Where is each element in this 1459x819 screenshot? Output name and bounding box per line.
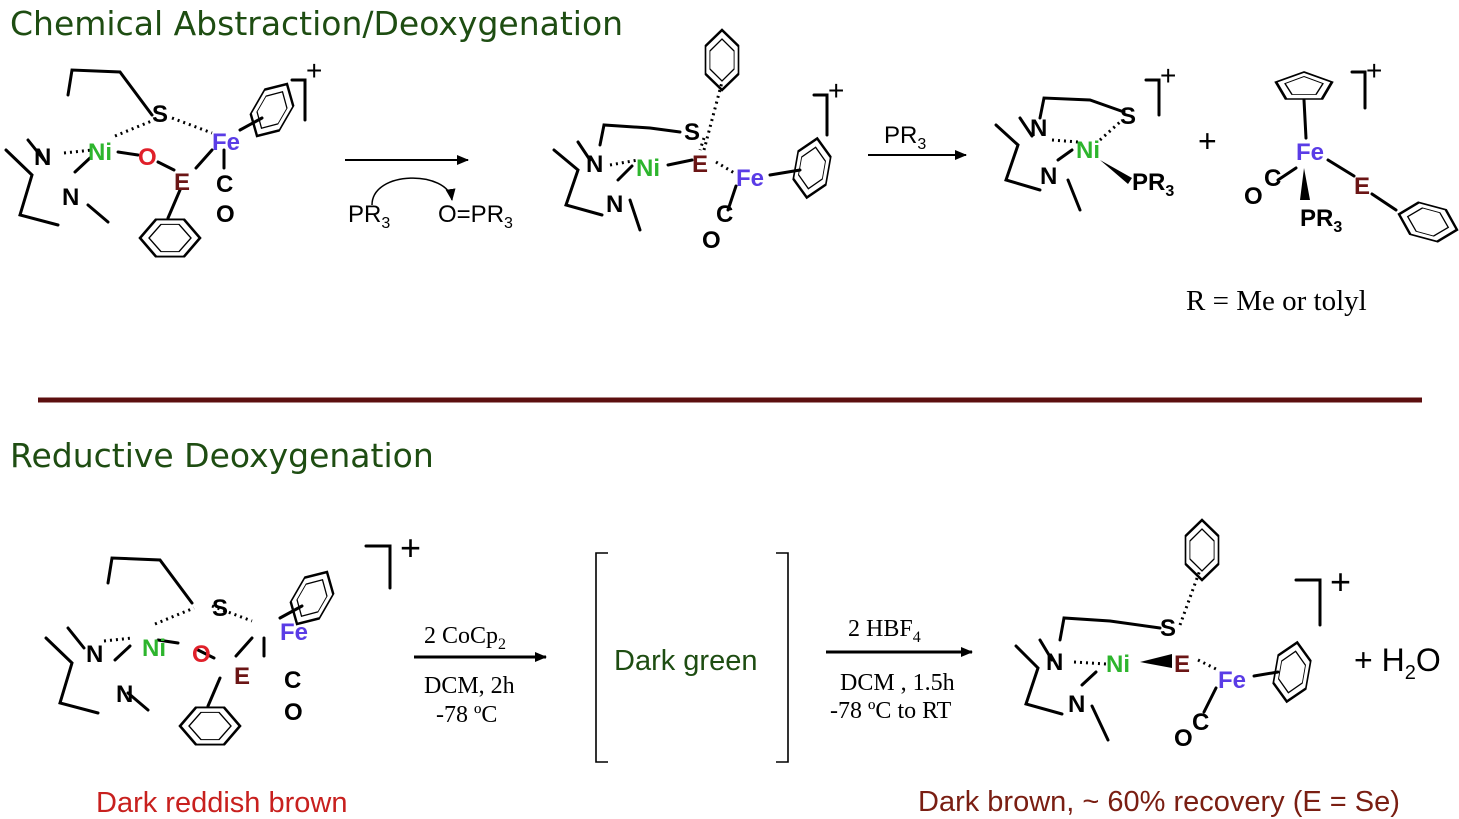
nitrogen-2-label: N [606,191,623,218]
condition-temperature: -78 ºC to RT [830,698,952,724]
carbonyl-c-label: C [716,201,733,228]
iron-label: Fe [1218,667,1246,694]
iron-label: Fe [1296,139,1324,166]
reaction-arrow-4: 2 HBF4 DCM , 1.5h -78 ºC to RT [826,616,973,724]
section1-title: Chemical Abstraction/Deoxygenation [10,4,623,43]
sulfur-label: S [684,119,700,146]
condition-temperature: -78 ºC [436,702,497,728]
carbonyl-c-label: C [1264,165,1281,192]
nitrogen-2-label: N [62,184,79,211]
sulfur-label: S [152,101,168,128]
starting-complex: N N Ni S O E Fe C O + [46,527,421,745]
cation-charge: + [400,527,421,568]
byproduct-opr3: O=PR3 [438,201,513,232]
oxygen-label: O [138,144,157,171]
product-iron-complex: Fe C O PR3 E + [1244,55,1459,248]
sulfur-label: S [212,595,228,622]
condition-solvent-time: DCM, 2h [424,673,515,699]
nickel-label: Ni [1076,137,1100,164]
cation-charge: + [1366,55,1382,86]
nitrogen-2-label: N [116,681,133,708]
reaction-arrow-3: 2 CoCp2 DCM, 2h -78 ºC [414,623,547,728]
carbonyl-c-label: C [216,171,233,198]
oxygen-label: O [192,641,211,668]
iron-label: Fe [280,619,308,646]
chalcogen-e-label: E [1174,651,1190,678]
reagent-hbf4: 2 HBF4 [848,616,921,646]
chalcogen-e-label: E [692,151,708,178]
plus-sign: + [1198,123,1217,159]
intermediate-complex: N N Ni S E Fe C O + [552,28,844,254]
carbonyl-o-label: O [1174,725,1193,752]
reagent-pr3: PR3 [348,201,390,232]
carbonyl-o-label: O [702,227,721,254]
r-group-note: R = Me or tolyl [1186,285,1367,317]
nitrogen-1-label: N [86,641,103,668]
nitrogen-2-label: N [1068,691,1085,718]
reagent-pr3: PR3 [884,122,926,153]
final-product-complex: N N Ni S E Fe C O + [1014,518,1351,752]
reagent-cocp2: 2 CoCp2 [424,623,506,653]
intermediate-label: Dark green [614,645,757,677]
carbonyl-c-label: C [1192,709,1209,736]
iron-label: Fe [212,129,240,156]
nitrogen-1-label: N [586,151,603,178]
intermediate-bracket: Dark green [595,552,789,763]
cation-charge: + [1160,60,1176,91]
caption-product-yield: Dark brown, ~ 60% recovery (E = Se) [918,786,1400,818]
section2-title: Reductive Deoxygenation [10,436,434,475]
condition-solvent-time: DCM , 1.5h [840,670,955,696]
cation-charge: + [306,55,322,86]
sulfur-label: S [1120,103,1136,130]
nickel-label: Ni [636,155,660,182]
chalcogen-e-label: E [234,663,250,690]
carbonyl-o-label: O [1244,183,1263,210]
reactant-complex-1: N N Ni S O E Fe C O + [6,55,322,257]
nitrogen-1-label: N [1046,649,1063,676]
nickel-label: Ni [142,635,166,662]
carbonyl-c-label: C [284,667,301,694]
carbonyl-o-label: O [284,699,303,726]
phosphine-pr3-label: PR3 [1132,169,1174,200]
reaction-arrow-1: PR3 O=PR3 [345,155,513,232]
nickel-label: Ni [88,139,112,166]
nitrogen-1-label: N [34,144,51,171]
reaction-arrow-2: PR3 [868,122,967,160]
cation-charge: + [828,75,844,106]
product-nickel-phosphine: N N Ni S PR3 + [994,60,1176,212]
cation-charge: + [1330,561,1351,602]
nitrogen-1-label: N [1030,115,1047,142]
chalcogen-e-label: E [174,169,190,196]
carbonyl-o-label: O [216,201,235,228]
chalcogen-e-label: E [1354,173,1370,200]
nickel-label: Ni [1106,651,1130,678]
caption-start-color: Dark reddish brown [96,787,347,819]
phosphine-pr3-label: PR3 [1300,205,1342,236]
sulfur-label: S [1160,615,1176,642]
nitrogen-2-label: N [1040,163,1057,190]
water-byproduct: + H2O [1354,642,1441,684]
iron-label: Fe [736,165,764,192]
